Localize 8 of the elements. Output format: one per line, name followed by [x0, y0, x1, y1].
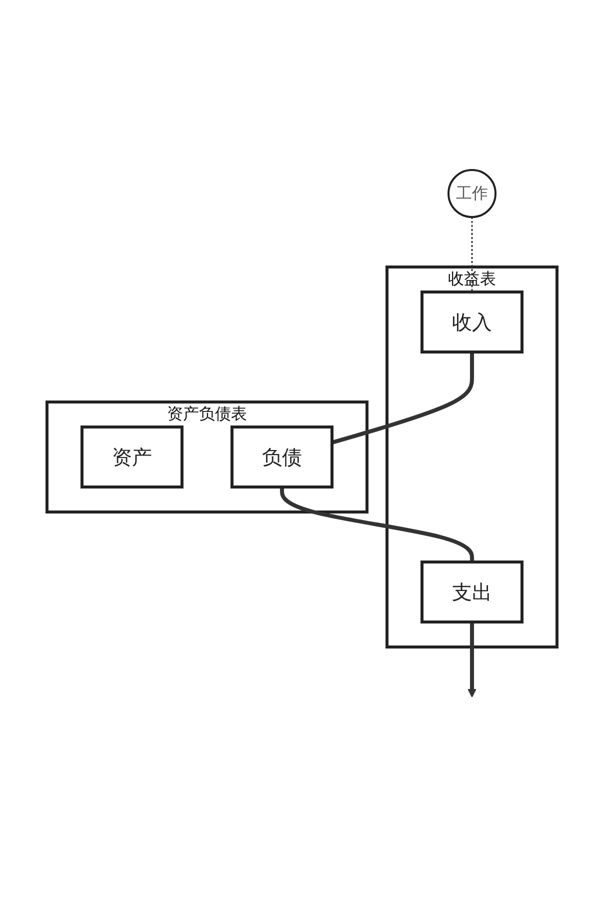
- node-box: 资产: [80, 426, 183, 488]
- arrow: [467, 622, 476, 698]
- connector: [470, 217, 472, 292]
- node-circle: 工作: [447, 169, 496, 218]
- node-box: 支出: [420, 560, 523, 624]
- node-box: 收入: [420, 290, 523, 354]
- node-box: 负债: [230, 426, 333, 488]
- connector: [280, 487, 474, 562]
